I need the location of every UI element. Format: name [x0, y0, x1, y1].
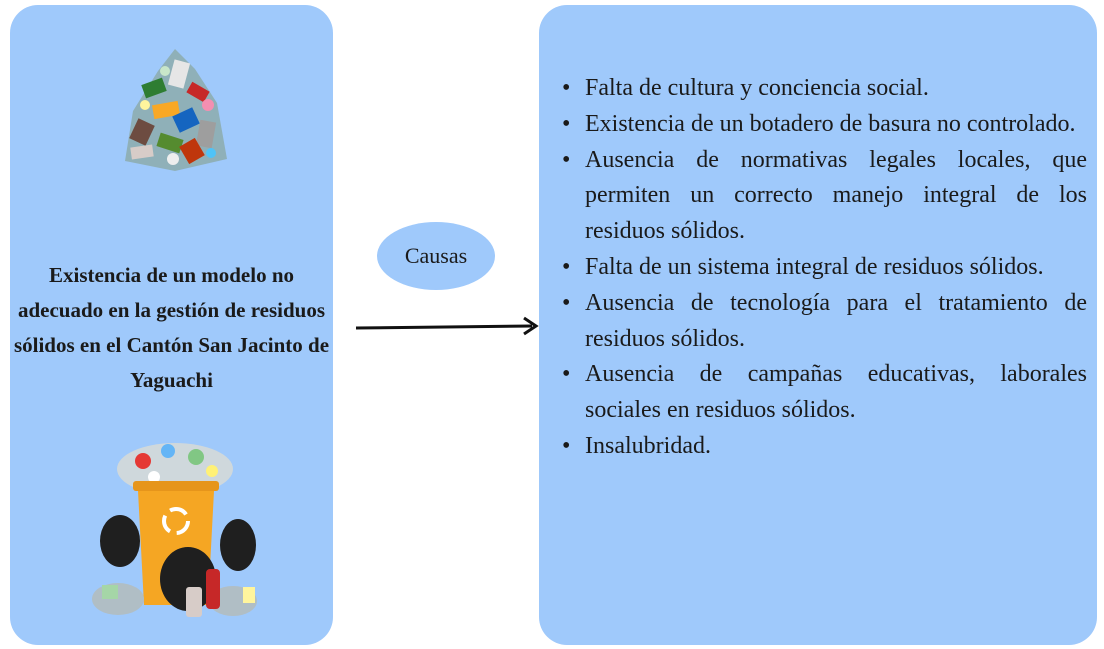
- bullet: •: [562, 75, 571, 101]
- problem-statement: Existencia de un modelo no adecuado en l…: [13, 263, 330, 392]
- cause-text: Falta de un sistema integral de residuos…: [585, 253, 1044, 280]
- causes-panel: • Falta de cultura y conciencia social. •…: [539, 5, 1097, 645]
- bullet: •: [562, 289, 571, 316]
- cause-text: Insalubridad.: [585, 432, 711, 459]
- cause-text: Existencia de un botadero de basura no c…: [585, 110, 1076, 137]
- cause-item: • Falta de un sistema integral de residuo…: [562, 250, 1087, 286]
- cause-text: Ausencia de campañas educativas, laboral…: [585, 361, 1087, 424]
- cause-item: • Falta de cultura y conciencia social.: [562, 71, 1087, 107]
- cause-text: Falta de cultura y conciencia social.: [585, 75, 929, 101]
- causes-label: Causas: [404, 243, 468, 268]
- cause-item: • Ausencia de campañas educativas, labora…: [562, 357, 1087, 429]
- cause-text: Ausencia de tecnología para el tratamien…: [585, 289, 1087, 352]
- cause-item: • Ausencia de normativas legales locales,…: [562, 143, 1087, 250]
- problem-panel: Existencia de un modelo no adecuado en l…: [10, 5, 333, 645]
- cause-item: • Existencia de un botadero de basura no …: [562, 107, 1087, 143]
- causes-label-ellipse: Causas: [377, 222, 495, 290]
- garbage-pile-icon: [125, 49, 227, 171]
- bullet: •: [562, 432, 571, 459]
- bullet: •: [562, 253, 571, 280]
- cause-item: • Ausencia de tecnología para el tratamie…: [562, 286, 1087, 358]
- cause-item: • Insalubridad.: [562, 429, 1087, 465]
- causes-list: • Falta de cultura y conciencia social. •…: [562, 71, 1087, 465]
- recycle-bin-icon: [92, 443, 257, 617]
- bullet: •: [562, 361, 571, 388]
- bullet: •: [562, 110, 571, 137]
- cause-text: Ausencia de normativas legales locales, …: [585, 146, 1087, 245]
- recycle-symbol-icon: [162, 507, 190, 535]
- arrow-right-icon: [355, 316, 539, 336]
- bullet: •: [562, 146, 571, 173]
